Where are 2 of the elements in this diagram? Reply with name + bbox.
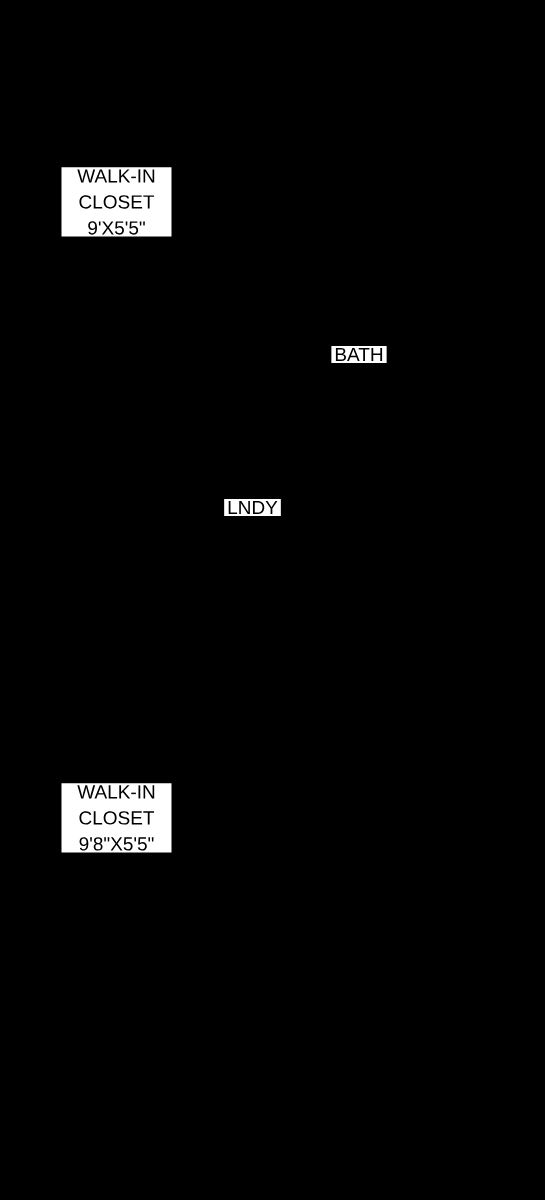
room-label: WALK-IN CLOSET 9'8"X5'5" xyxy=(61,783,172,853)
room-label: WALK-IN CLOSET 9'X5'5" xyxy=(61,167,172,237)
